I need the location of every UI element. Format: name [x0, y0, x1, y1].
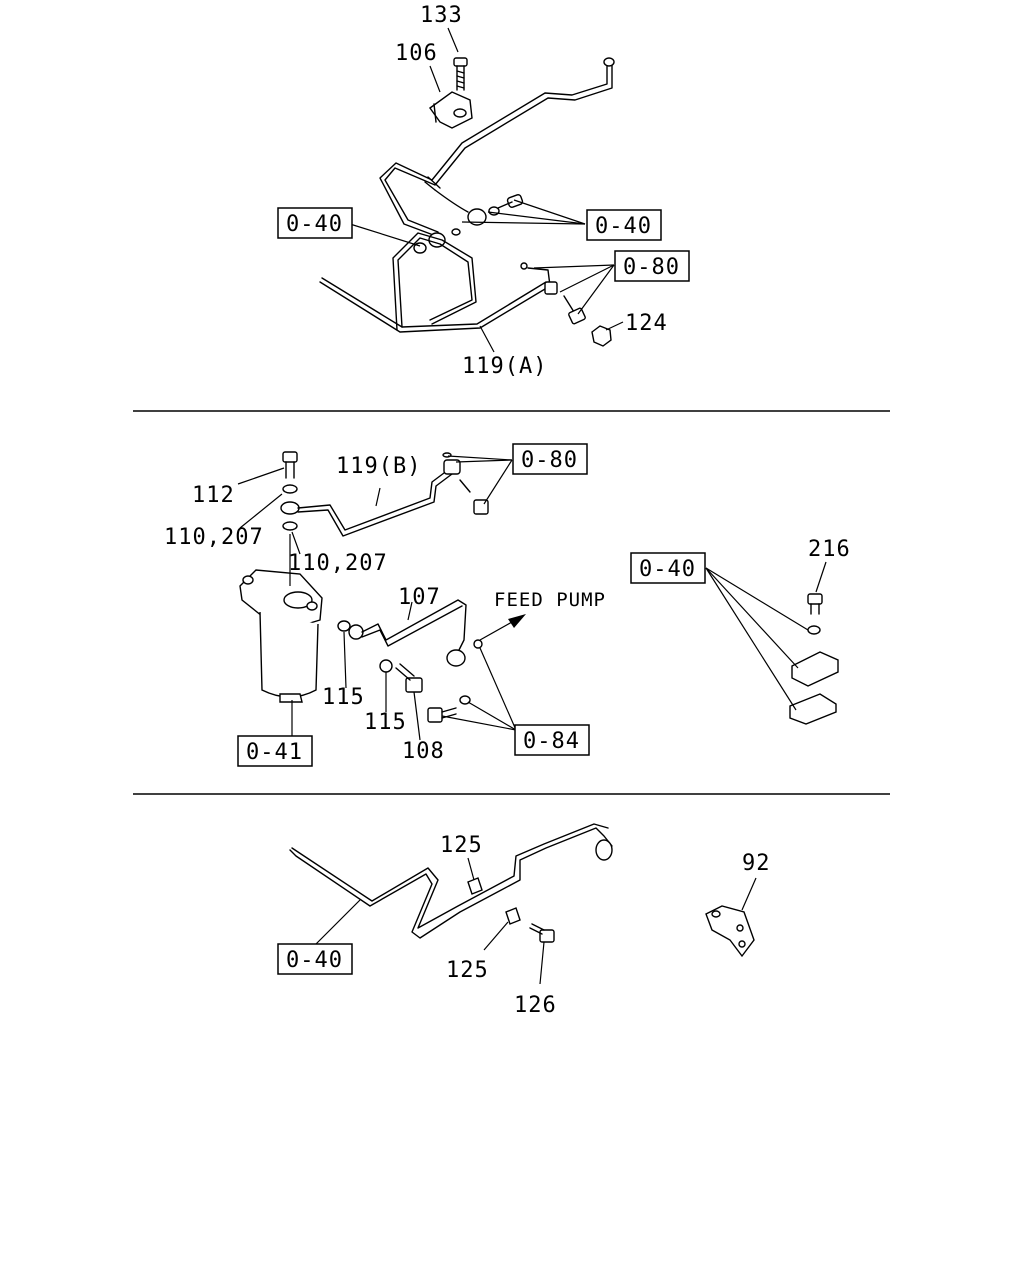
- ref-box-top-left-040: 0-40: [277, 207, 353, 239]
- fuel-pipe-lower: [289, 827, 613, 939]
- bracket-216: [789, 593, 839, 725]
- fuel-pipe-119a: [319, 267, 551, 333]
- ref-label: 0-40: [286, 948, 343, 973]
- ref-box-top-right-040: 0-40: [586, 209, 662, 241]
- eye-bolt-108: [395, 663, 423, 693]
- label-107: 107: [398, 585, 441, 610]
- ref-label: 0-40: [639, 557, 696, 582]
- ref-box-top-080: 0-80: [614, 250, 690, 282]
- label-119a: 119(A): [462, 354, 547, 379]
- ref-box-bottom-040: 0-40: [277, 943, 353, 975]
- ref-label: 0-80: [521, 448, 578, 473]
- label-216: 216: [808, 537, 851, 562]
- ref-label: 0-80: [623, 255, 680, 280]
- label-133: 133: [420, 3, 463, 28]
- nut-124: [591, 325, 612, 347]
- bolt-133: [453, 57, 468, 91]
- ref-box-middle-084: 0-84: [514, 724, 590, 756]
- ref-box-middle-080: 0-80: [512, 443, 588, 475]
- label-110-207-b: 110,207: [288, 551, 388, 576]
- label-126: 126: [514, 993, 557, 1018]
- label-115-b: 115: [364, 710, 407, 735]
- top-section: 133 106 0-40 0-40 0-80 124 119(A): [277, 3, 690, 379]
- bolt-112: [280, 451, 300, 531]
- label-112: 112: [192, 483, 235, 508]
- ref-box-middle-041: 0-41: [237, 735, 313, 767]
- fuel-filter: [239, 569, 323, 703]
- fuel-pipe-107: [361, 599, 467, 657]
- label-92: 92: [742, 851, 771, 876]
- clip-125-bottom: [505, 907, 521, 925]
- bottom-section: 125 125 126 92 0-40: [277, 823, 771, 1018]
- leader-lines-top: [349, 27, 624, 353]
- bolt-126: [529, 923, 555, 943]
- leader-lines-bottom: [315, 857, 757, 985]
- ref-label: 0-41: [246, 740, 303, 765]
- middle-section: 112 110,207 110,207 119(B) 0-80 107 FEED…: [164, 443, 851, 767]
- label-125-b: 125: [446, 958, 489, 983]
- label-110-207-a: 110,207: [164, 525, 264, 550]
- ref-label: 0-40: [595, 214, 652, 239]
- label-124: 124: [625, 311, 668, 336]
- label-108: 108: [402, 739, 445, 764]
- ref-box-middle-040: 0-40: [630, 552, 706, 584]
- leader-lines-middle: [237, 455, 827, 741]
- clip-106: [429, 91, 473, 129]
- clip-125-top: [467, 877, 483, 895]
- label-125-a: 125: [440, 833, 483, 858]
- fuel-pipe-119b: [297, 469, 449, 531]
- label-106: 106: [395, 41, 438, 66]
- banjo-fittings-top: [413, 194, 524, 254]
- label-115-a: 115: [322, 685, 365, 710]
- banjo-fittings-080: [520, 262, 586, 325]
- fuel-pipe-upper: [384, 63, 613, 241]
- ref-label: 0-84: [523, 729, 580, 754]
- bracket-92: [705, 905, 755, 958]
- label-feed-pump: FEED PUMP: [494, 589, 606, 611]
- label-119b: 119(B): [336, 454, 421, 479]
- bolt-084: [427, 707, 457, 723]
- ref-label: 0-40: [286, 212, 343, 237]
- feed-pump-arrow: [479, 614, 526, 641]
